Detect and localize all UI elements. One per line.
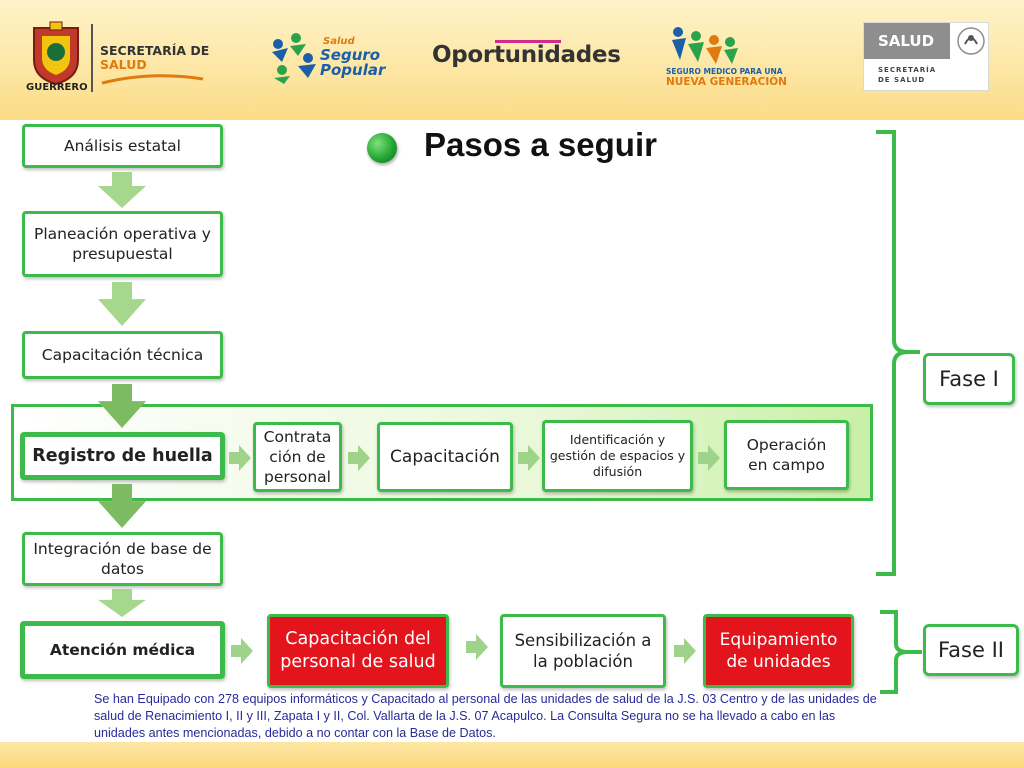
secretaria-line2: SALUD bbox=[100, 57, 147, 72]
flow-box-analisis: Análisis estatal bbox=[22, 124, 223, 168]
flow-box-atencion: Atención médica bbox=[20, 621, 225, 679]
guerrero-logo-text: GUERRERO bbox=[26, 82, 88, 93]
right-arrow-registro-4 bbox=[698, 445, 720, 471]
down-arrow-1 bbox=[98, 172, 146, 208]
right-arrow-atencion-3 bbox=[674, 638, 696, 664]
flow-box-analisis-label: Análisis estatal bbox=[64, 136, 181, 155]
down-arrow-2 bbox=[98, 282, 146, 326]
guerrero-logo: GUERRERO bbox=[24, 20, 88, 96]
right-arrow-registro-1 bbox=[229, 445, 251, 471]
step-box-operacion: Operación en campo bbox=[724, 420, 849, 490]
step-box-identificacion-label: Identificación y gestión de espacios y d… bbox=[549, 431, 686, 480]
step-box-identificacion: Identificación y gestión de espacios y d… bbox=[542, 420, 693, 492]
header-band bbox=[0, 0, 1024, 120]
down-arrow-4 bbox=[98, 484, 146, 528]
page-title: Pasos a seguir bbox=[424, 126, 657, 163]
right-arrow-atencion-2 bbox=[466, 634, 488, 660]
salud-badge: SALUD SECRETARÍA DE SALUD bbox=[863, 22, 989, 91]
right-arrow-registro-2 bbox=[348, 445, 370, 471]
secretaria-line1: SECRETARÍA DE bbox=[100, 43, 210, 58]
bottom-band bbox=[0, 742, 1024, 768]
nueva-generacion-line1: SEGURO MEDICO PARA UNA bbox=[666, 67, 783, 76]
fase1-label-text: Fase I bbox=[939, 367, 999, 391]
secretaria-swoosh bbox=[100, 72, 205, 91]
title-bullet-icon bbox=[367, 133, 397, 163]
step-box-capacitacion: Capacitación bbox=[377, 422, 513, 492]
fase1-bracket bbox=[876, 130, 920, 576]
step-box-contratacion-label: Contrata ción de personal bbox=[263, 427, 332, 487]
nueva-generacion-line2: NUEVA GENERACIÓN bbox=[666, 76, 787, 88]
mexico-seal-icon bbox=[956, 26, 986, 56]
header-divider bbox=[91, 24, 93, 92]
fase1-label: Fase I bbox=[923, 353, 1015, 405]
step-box-sensibilizacion: Sensibilización a la población bbox=[500, 614, 666, 688]
step-box-capacitacion-personal-label: Capacitación del personal de salud bbox=[280, 629, 436, 672]
step-box-capacitacion-label: Capacitación bbox=[390, 446, 500, 467]
right-arrow-registro-3 bbox=[518, 445, 540, 471]
oportunidades-logo-text: Oportunidades bbox=[432, 42, 621, 68]
step-box-operacion-label: Operación en campo bbox=[746, 435, 827, 474]
flow-box-atencion-label: Atención médica bbox=[49, 640, 196, 659]
oportunidades-overline bbox=[495, 40, 561, 43]
salud-badge-sub1: SECRETARÍA bbox=[878, 66, 937, 74]
flow-box-capacitacion-tecnica: Capacitación técnica bbox=[22, 331, 223, 379]
footnote: Se han Equipado con 278 equipos informát… bbox=[94, 692, 877, 740]
salud-badge-text: SALUD bbox=[878, 32, 935, 50]
flow-box-integracion-label: Integración de base de datos bbox=[33, 539, 212, 578]
step-box-capacitacion-personal: Capacitación del personal de salud bbox=[267, 614, 449, 688]
salud-badge-sub2: DE SALUD bbox=[878, 76, 926, 84]
fase2-label-text: Fase II bbox=[938, 638, 1004, 662]
step-box-equipamiento-label: Equipamiento de unidades bbox=[719, 629, 838, 672]
flow-box-integracion: Integración de base de datos bbox=[22, 532, 223, 586]
fase2-label: Fase II bbox=[923, 624, 1019, 676]
right-arrow-atencion-1 bbox=[231, 638, 253, 664]
flow-box-planeacion-label: Planeación operativa y presupuestal bbox=[34, 224, 211, 263]
step-box-equipamiento: Equipamiento de unidades bbox=[703, 614, 854, 688]
down-arrow-3 bbox=[98, 384, 146, 428]
seguro-popular-icon bbox=[268, 32, 320, 84]
flow-box-registro: Registro de huella bbox=[20, 432, 225, 480]
step-box-sensibilizacion-label: Sensibilización a la población bbox=[514, 630, 652, 671]
step-box-contratacion: Contrata ción de personal bbox=[253, 422, 342, 492]
down-arrow-5 bbox=[98, 589, 146, 617]
seguro-line1-text: Seguro bbox=[320, 46, 381, 64]
seguro-line2-text: Popular bbox=[320, 61, 386, 79]
seguro-small-text: Salud bbox=[323, 36, 355, 47]
flow-box-registro-label: Registro de huella bbox=[32, 445, 213, 466]
fase2-bracket bbox=[880, 610, 922, 694]
flow-box-capacitacion-tecnica-label: Capacitación técnica bbox=[41, 345, 204, 364]
nueva-generacion-icon bbox=[668, 26, 740, 66]
salud-badge-top bbox=[864, 23, 950, 59]
flow-box-planeacion: Planeación operativa y presupuestal bbox=[22, 211, 223, 277]
